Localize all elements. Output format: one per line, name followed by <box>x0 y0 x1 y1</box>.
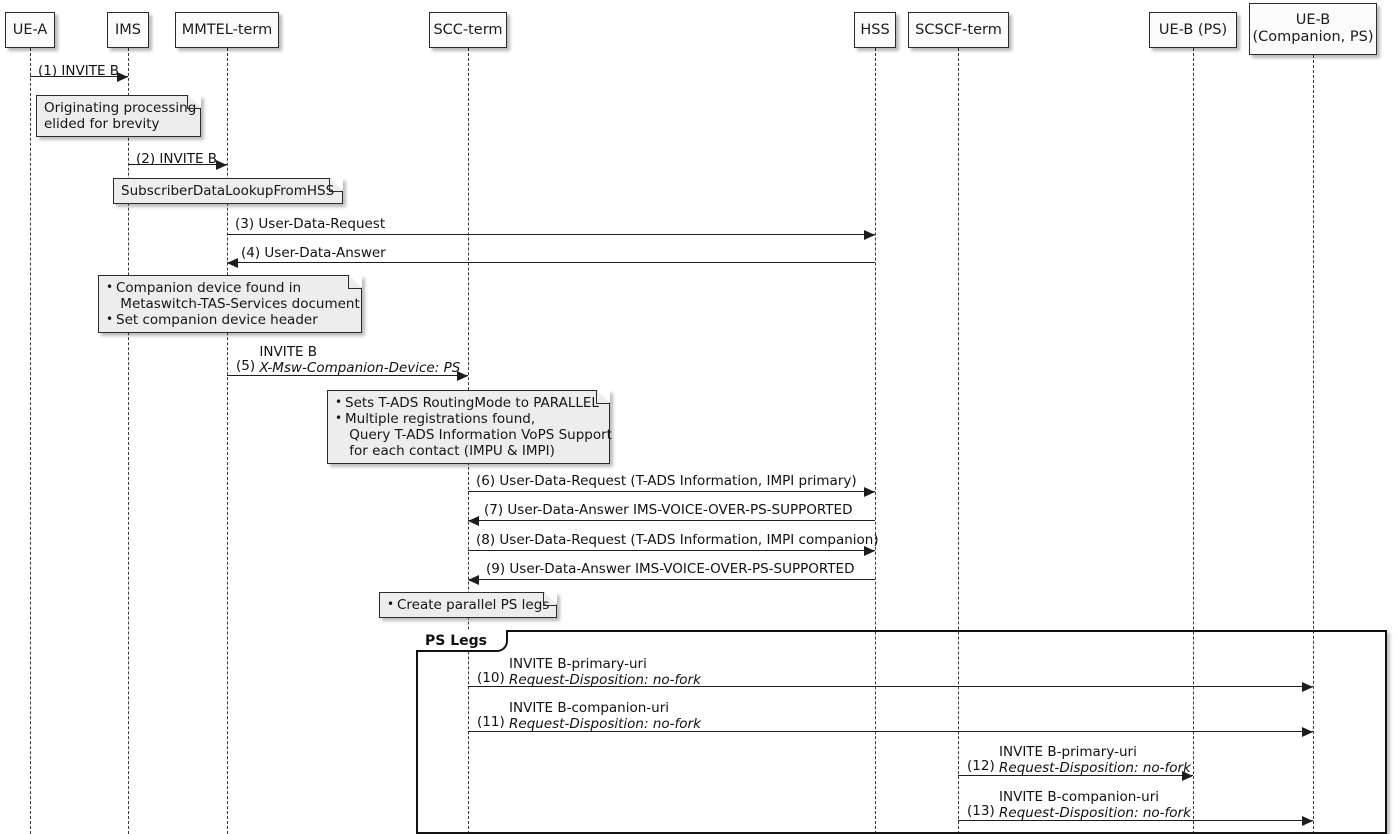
lifeline-ue-b-ps <box>1193 48 1194 834</box>
lifeline-ue-b-comp <box>1313 55 1314 834</box>
message-arrowhead-10 <box>1302 681 1313 692</box>
note-bullet: Multiple registrations found, Query T-AD… <box>335 410 612 459</box>
message-text-9: (9) User-Data-Answer IMS-VOICE-OVER-PS-S… <box>486 561 855 577</box>
message-arrowhead-9 <box>468 574 479 585</box>
message-arrowhead-11 <box>1302 726 1313 737</box>
message-arrowhead-5 <box>457 370 468 381</box>
message-line-1 <box>30 76 128 77</box>
note-subscriber-lookup: SubscriberDataLookupFromHSS <box>113 177 343 204</box>
lifeline-ims <box>128 48 129 834</box>
message-label-1: (1) INVITE B <box>38 64 119 79</box>
participant-mmtel-term[interactable]: MMTEL-term <box>175 12 279 48</box>
message-arrowhead-12 <box>1182 770 1193 781</box>
message-label-6: (6) User-Data-Request (T-ADS Information… <box>476 474 857 489</box>
message-text-8: (8) User-Data-Request (T-ADS Information… <box>476 532 879 548</box>
message-text-1: (1) INVITE B <box>38 63 120 79</box>
note-tads-list: Sets T-ADS RoutingMode to PARALLELMultip… <box>335 394 612 459</box>
participant-ue-b-ps[interactable]: UE-B (PS) <box>1149 12 1237 48</box>
message-arrowhead-3 <box>864 229 875 240</box>
lifeline-scscf-term <box>958 48 959 834</box>
message-label-8: (8) User-Data-Request (T-ADS Information… <box>476 533 879 548</box>
message-text-6: (6) User-Data-Request (T-ADS Information… <box>476 473 857 489</box>
participant-scc-term[interactable]: SCC-term <box>429 12 507 48</box>
message-arrowhead-2 <box>216 159 227 170</box>
lifeline-ue-a <box>30 48 31 834</box>
message-arrowhead-1 <box>117 71 128 82</box>
message-line-2 <box>128 164 227 165</box>
message-text-2: (2) INVITE B <box>136 151 218 167</box>
participant-ims[interactable]: IMS <box>107 12 149 48</box>
message-line-9 <box>468 579 875 580</box>
group-label-ps-legs: PS Legs <box>416 630 508 652</box>
message-line-11 <box>468 731 1313 732</box>
message-label-9: (9) User-Data-Answer IMS-VOICE-OVER-PS-S… <box>486 562 854 577</box>
participant-scscf-term[interactable]: SCSCF-term <box>908 12 1009 48</box>
participant-ue-a[interactable]: UE-A <box>5 12 55 48</box>
message-text-4: (4) User-Data-Answer <box>241 245 386 261</box>
note-originating-text: Originating processing elided for brevit… <box>44 100 197 132</box>
note-subscriber-lookup-text: SubscriberDataLookupFromHSS <box>121 183 335 199</box>
message-label-2: (2) INVITE B <box>136 152 217 167</box>
message-arrowhead-7 <box>468 515 479 526</box>
message-label-7: (7) User-Data-Answer IMS-VOICE-OVER-PS-S… <box>484 503 852 518</box>
message-text-3: (3) User-Data-Request <box>235 216 386 232</box>
message-line-4 <box>227 262 875 263</box>
participant-ue-b-comp[interactable]: UE-B (Companion, PS) <box>1249 3 1377 55</box>
message-line-8 <box>468 550 875 551</box>
note-companion-device-list: Companion device found in Metaswitch-TAS… <box>106 279 360 328</box>
message-arrowhead-8 <box>864 545 875 556</box>
note-fold-corner-icon <box>348 274 362 289</box>
note-companion-device: Companion device found in Metaswitch-TAS… <box>98 274 362 333</box>
note-fold-corner-icon <box>543 591 557 606</box>
note-create-ps-legs: Create parallel PS legs <box>379 591 557 618</box>
message-arrowhead-13 <box>1302 815 1313 826</box>
group-frame-ps-legs <box>416 630 1387 834</box>
lifeline-mmtel-term <box>227 48 228 834</box>
lifeline-hss <box>875 48 876 834</box>
note-bullet: Sets T-ADS RoutingMode to PARALLEL <box>335 394 601 411</box>
message-line-6 <box>468 491 875 492</box>
note-create-ps-legs-list: Create parallel PS legs <box>387 596 549 613</box>
note-bullet: Create parallel PS legs <box>387 596 549 613</box>
note-tads: Sets T-ADS RoutingMode to PARALLELMultip… <box>327 389 612 464</box>
message-seq-12: (12) <box>967 757 1000 774</box>
note-fold-corner-icon <box>596 389 610 404</box>
message-seq-11: (11) <box>477 713 510 730</box>
message-line-5 <box>227 375 468 376</box>
message-label-4: (4) User-Data-Answer <box>241 246 386 261</box>
message-line-10 <box>468 686 1313 687</box>
message-seq-5: (5) <box>236 357 260 374</box>
message-line-13 <box>958 820 1313 821</box>
message-text-7: (7) User-Data-Answer IMS-VOICE-OVER-PS-S… <box>484 502 853 518</box>
note-bullet: Companion device found in Metaswitch-TAS… <box>106 279 360 312</box>
message-seq-13: (13) <box>967 802 1000 819</box>
message-line-12 <box>958 775 1193 776</box>
message-line-3 <box>227 234 875 235</box>
note-bullet: Set companion device header <box>106 311 353 328</box>
message-arrowhead-4 <box>227 257 238 268</box>
note-fold-corner-icon <box>329 177 343 192</box>
message-line-7 <box>468 520 875 521</box>
note-fold-corner-icon <box>187 94 201 109</box>
message-arrowhead-6 <box>864 486 875 497</box>
message-seq-10: (10) <box>477 669 510 686</box>
note-originating: Originating processing elided for brevit… <box>36 94 201 137</box>
message-label-3: (3) User-Data-Request <box>235 217 385 232</box>
participant-hss[interactable]: HSS <box>854 12 896 48</box>
